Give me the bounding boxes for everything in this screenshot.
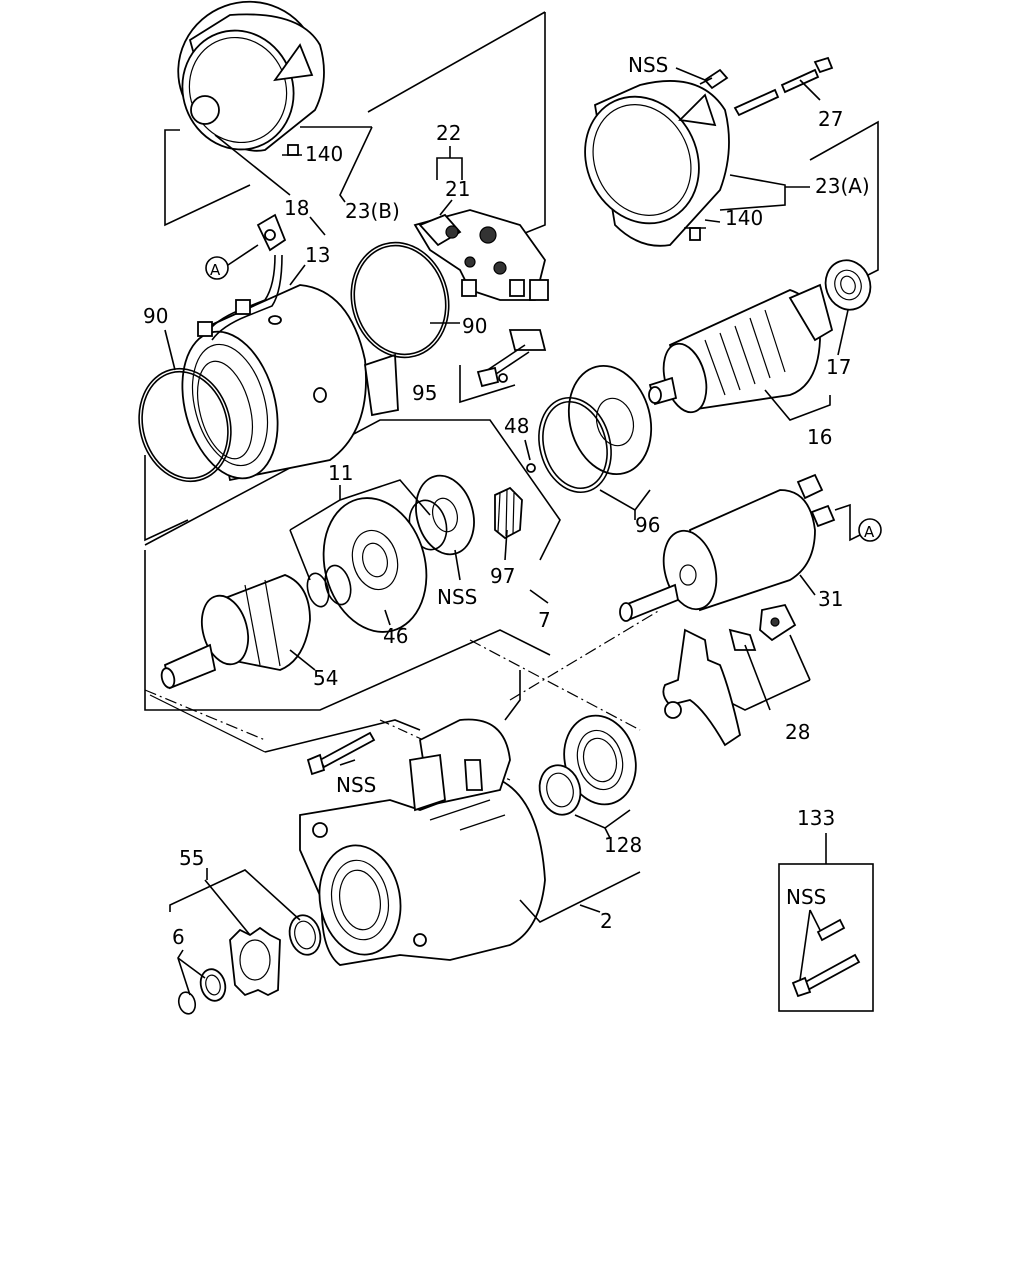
- front-cover-23a: [584, 56, 834, 247]
- label-2: 2: [600, 909, 613, 933]
- ref-marker-a-1: [205, 256, 229, 280]
- o-ring-90-right: [350, 241, 450, 359]
- label-28: 28: [785, 720, 810, 744]
- label-18: 18: [284, 196, 309, 220]
- label-nss-mid: NSS: [437, 585, 477, 609]
- leader-lines: [164, 67, 849, 996]
- label-a-1: A: [210, 261, 221, 279]
- label-6: 6: [172, 925, 185, 949]
- label-17: 17: [826, 355, 851, 379]
- label-133: 133: [797, 806, 835, 830]
- label-55: 55: [179, 846, 204, 870]
- label-27: 27: [818, 107, 843, 131]
- label-95: 95: [412, 381, 437, 405]
- label-23b: 23(B): [345, 199, 400, 223]
- label-128: 128: [604, 833, 642, 857]
- label-54: 54: [313, 666, 338, 690]
- label-22: 22: [436, 121, 461, 145]
- pinion-gear-55: [177, 914, 322, 1015]
- washer-96: [526, 364, 653, 494]
- label-140-left: 140: [305, 142, 343, 166]
- brush-holder: [413, 209, 549, 301]
- label-48: 48: [504, 414, 529, 438]
- label-13: 13: [305, 243, 330, 267]
- label-7: 7: [538, 608, 551, 632]
- shift-lever-28: [662, 603, 797, 747]
- yoke-13: [181, 213, 399, 482]
- label-90-left: 90: [143, 304, 168, 328]
- label-nss-bolt: NSS: [336, 773, 376, 797]
- label-46: 46: [383, 624, 408, 648]
- bearing-17: [824, 259, 872, 311]
- solenoid-31: [619, 473, 861, 622]
- label-a-2: A: [864, 523, 875, 541]
- armature-16: [648, 283, 834, 414]
- screw-nss-top: [699, 68, 729, 90]
- label-nss-top: NSS: [628, 53, 668, 77]
- label-11: 11: [328, 461, 353, 485]
- label-23a: 23(A): [815, 174, 870, 198]
- rear-cover-23b: [177, 0, 325, 156]
- label-16: 16: [807, 425, 832, 449]
- plate-95: [459, 329, 547, 404]
- label-140-right: 140: [725, 206, 763, 230]
- drive-assembly-7: [160, 474, 523, 690]
- ref-marker-a-2: [858, 518, 882, 542]
- bolt-box-133: [778, 863, 874, 1012]
- o-ring-90-left: [138, 367, 232, 483]
- bearing-128: [538, 714, 637, 816]
- label-90-right: 90: [462, 314, 487, 338]
- label-97: 97: [490, 564, 515, 588]
- label-31: 31: [818, 587, 843, 611]
- bolt-nss-housing: [306, 731, 376, 776]
- part-labels: NSS 27 22 21 140 23(A) 23(B) 18 140 A 13…: [143, 53, 875, 949]
- label-21: 21: [445, 177, 470, 201]
- housing-2: [299, 718, 546, 966]
- label-nss-box: NSS: [786, 885, 826, 909]
- label-96: 96: [635, 513, 660, 537]
